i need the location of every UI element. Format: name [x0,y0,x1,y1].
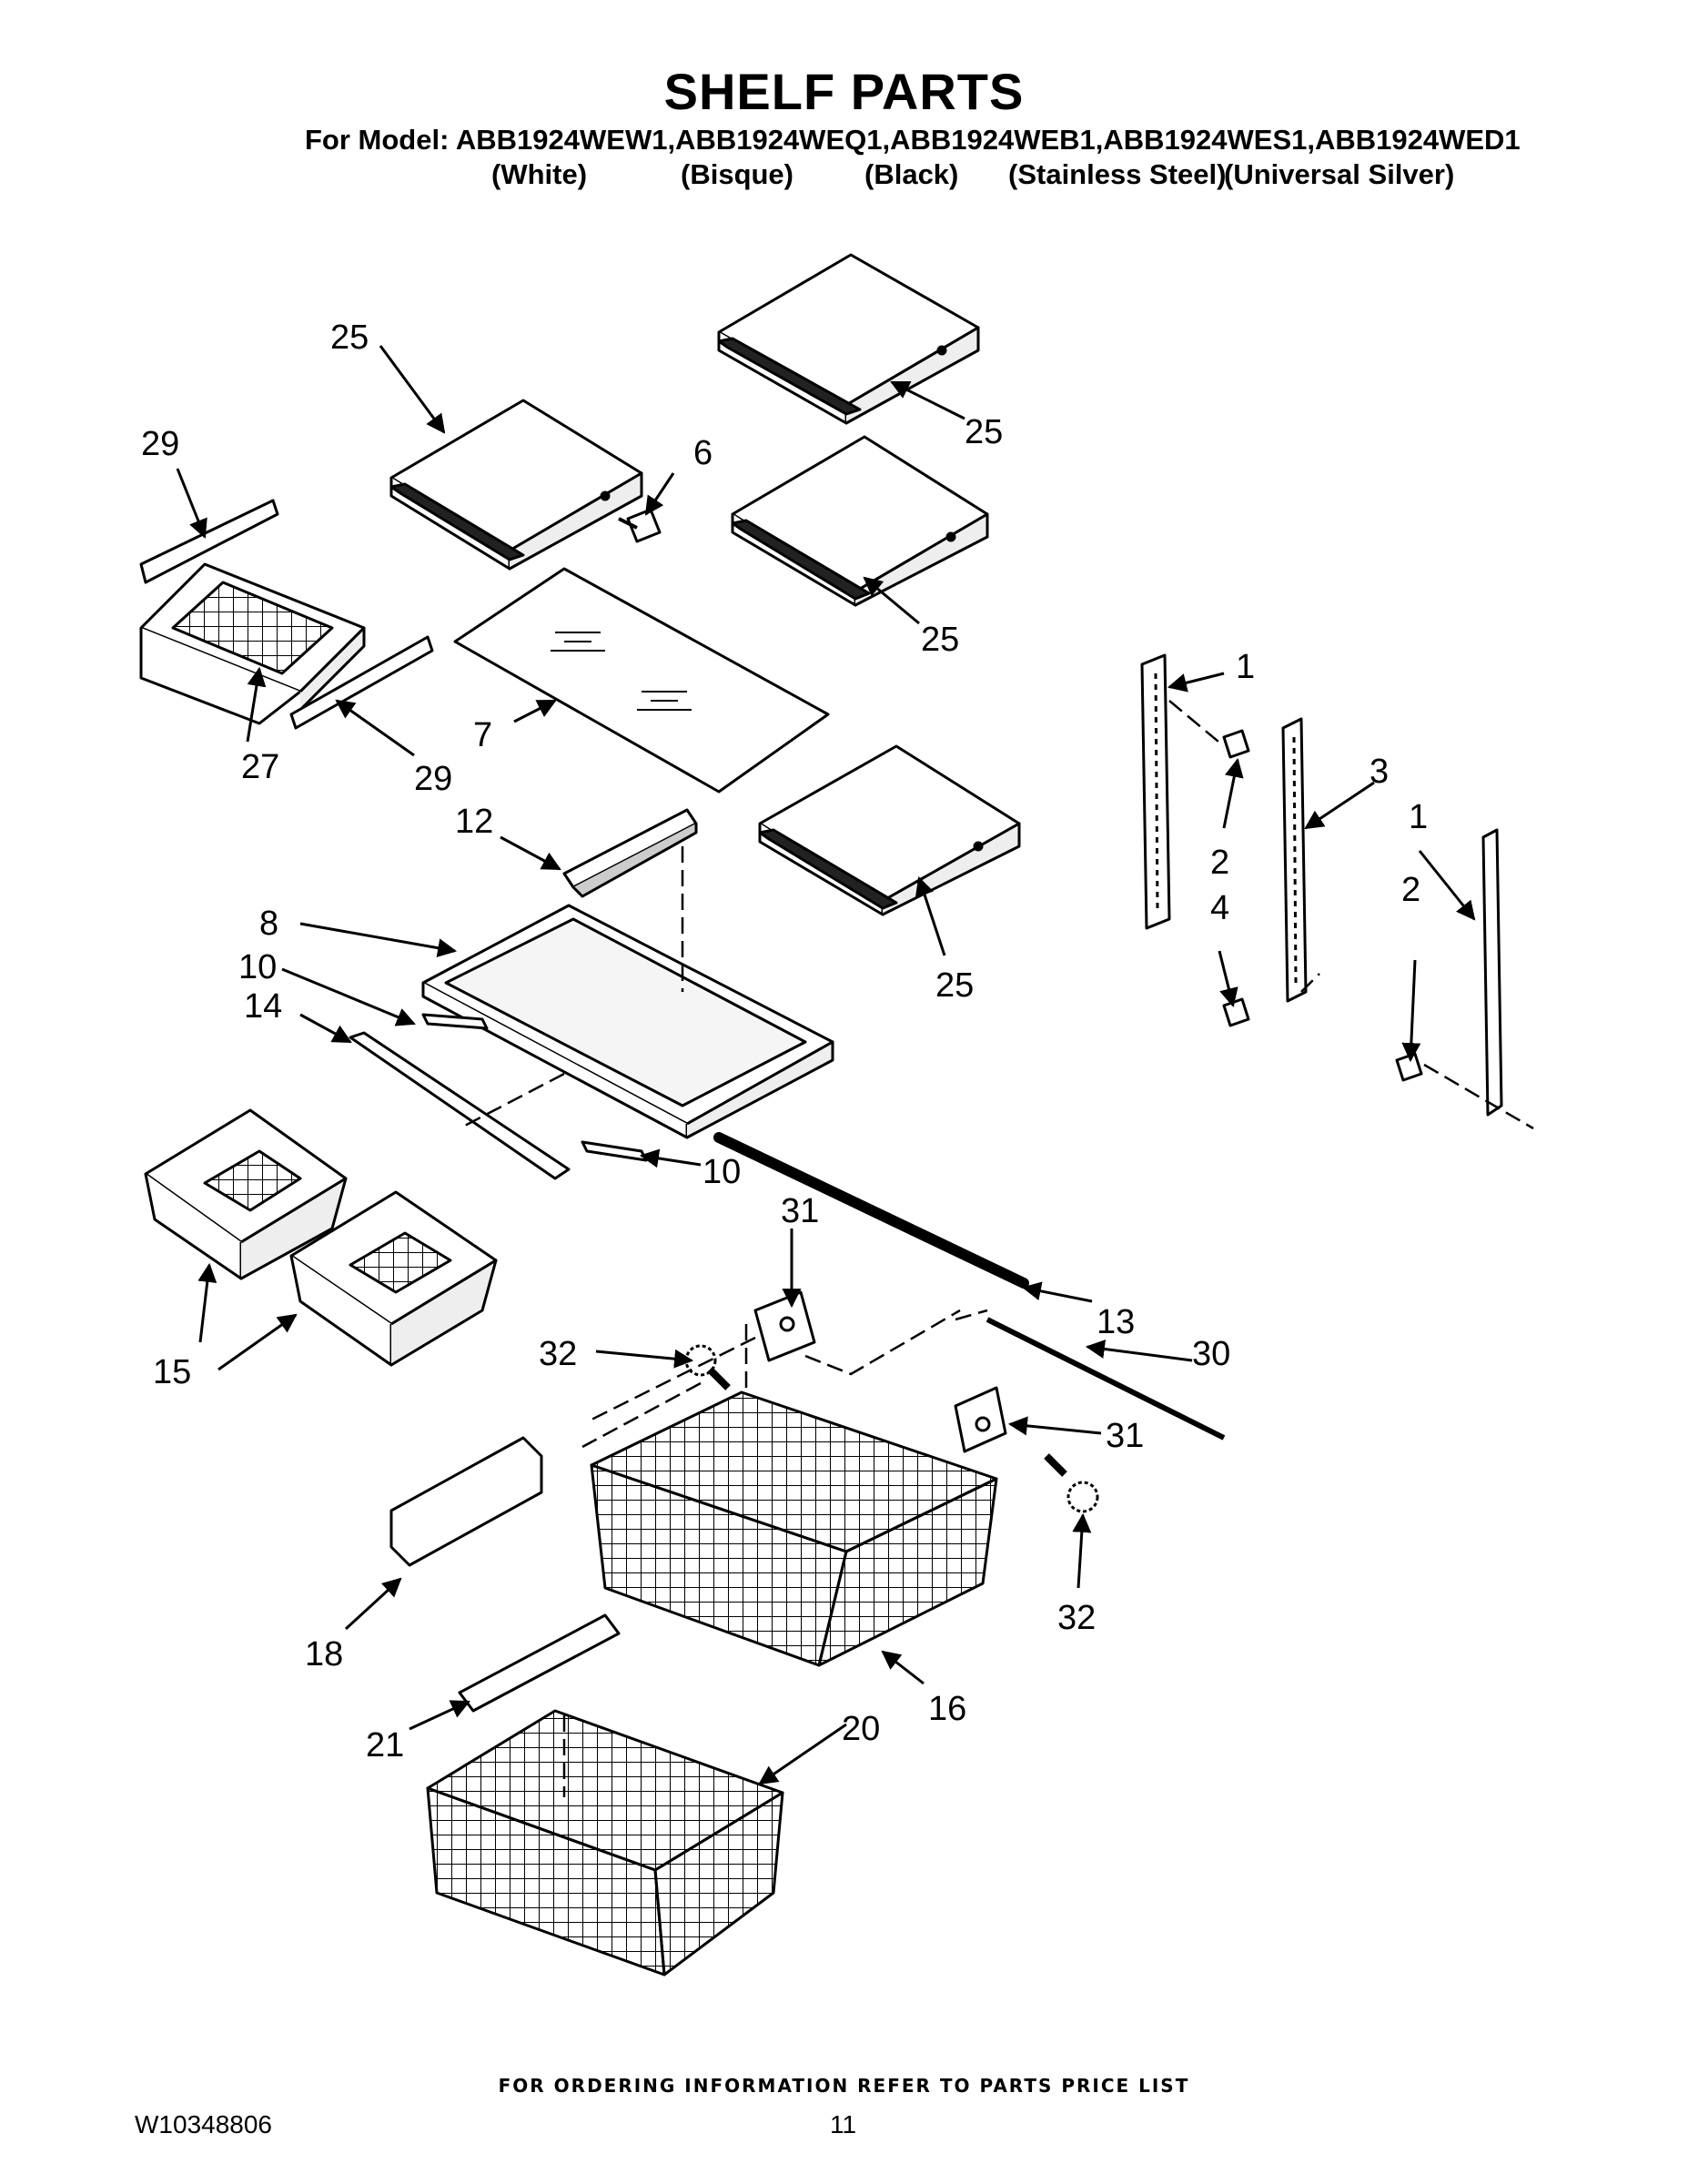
shelf-part-25-b [717,253,980,425]
callout-25: 25 [965,413,1003,451]
slide-part-10-b [581,1140,648,1162]
callout-20: 20 [842,1710,880,1748]
callout-31: 31 [1106,1417,1144,1455]
callout-2: 2 [1210,844,1229,882]
callout-21: 21 [366,1726,404,1764]
divider-part-18 [389,1436,543,1567]
shelf-part-25-d [758,744,1021,916]
callout-27: 27 [241,748,279,786]
variant-stainless-steel: (Stainless Steel) [1008,158,1227,190]
callout-31: 31 [781,1192,819,1230]
bracket-part-31-a [753,1290,816,1362]
variant-black: (Black) [864,158,959,190]
shelf-frame-part-8 [421,904,834,1139]
rail-part-29-a [139,499,279,584]
callout-14: 14 [244,987,282,1026]
glass-shelf-part-7 [453,567,830,794]
rail-part-3 [1281,717,1308,1003]
rail-part-1-a [1140,653,1171,930]
callout-32: 32 [539,1335,577,1373]
gear-part-32-b [1044,1453,1099,1513]
rail-part-29-b [289,635,434,730]
callout-25: 25 [935,966,974,1005]
callout-2: 2 [1401,871,1420,909]
callout-10: 10 [238,948,277,986]
callout-6: 6 [693,434,713,472]
variant-universal-silver: (Universal Silver) [1224,158,1455,190]
page-title: SHELF PARTS [663,63,1025,120]
shelf-part-25-c [731,435,989,607]
screw-part-4 [1222,997,1250,1027]
callout-10: 10 [702,1153,741,1191]
callout-15: 15 [153,1353,191,1391]
callout-32: 32 [1057,1599,1096,1637]
screw-part-6 [618,508,662,543]
divider-part-21 [458,1613,621,1713]
callout-30: 30 [1192,1335,1230,1373]
trim-part-14 [349,1031,571,1180]
screw-part-2-b [1395,1052,1423,1082]
rail-part-1-b [1481,828,1503,1117]
wire-basket-part-16 [590,1390,998,1667]
callout-1: 1 [1409,798,1428,836]
callout-3: 3 [1370,753,1389,791]
variant-white: (White) [491,158,588,190]
ordering-info-note: FOR ORDERING INFORMATION REFER TO PARTS … [498,2075,1190,2097]
wire-basket-part-20 [426,1709,784,1977]
model-list: For Model: ABB1924WEW1,ABB1924WEQ1,ABB19… [305,124,1521,156]
slide-part-10-a [421,1013,489,1030]
callout-7: 7 [473,716,492,754]
callout-13: 13 [1097,1303,1135,1341]
callout-25: 25 [330,318,369,357]
rod-part-30 [986,1317,1226,1441]
callout-25: 25 [921,621,959,659]
callout-18: 18 [305,1635,343,1673]
bracket-part-31-b [954,1386,1007,1453]
callout-16: 16 [928,1690,966,1728]
variant-bisque: (Bisque) [681,158,793,190]
crisper-drawer-part-15-a [144,1108,348,1280]
callout-12: 12 [455,803,493,841]
crisper-drawer-part-15-b [289,1190,498,1367]
bracket-part-12 [562,808,698,898]
rod-part-13 [713,1132,1029,1289]
callout-29: 29 [141,425,179,463]
callout-4: 4 [1210,889,1229,927]
gear-part-32-a [684,1344,731,1390]
callout-8: 8 [259,905,278,943]
document-number: W10348806 [135,2110,273,2138]
screw-part-2-a [1222,729,1250,759]
page-number: 11 [830,2110,857,2138]
callout-1: 1 [1236,648,1255,686]
shelf-part-25-a [389,399,643,571]
callout-29: 29 [414,760,452,798]
